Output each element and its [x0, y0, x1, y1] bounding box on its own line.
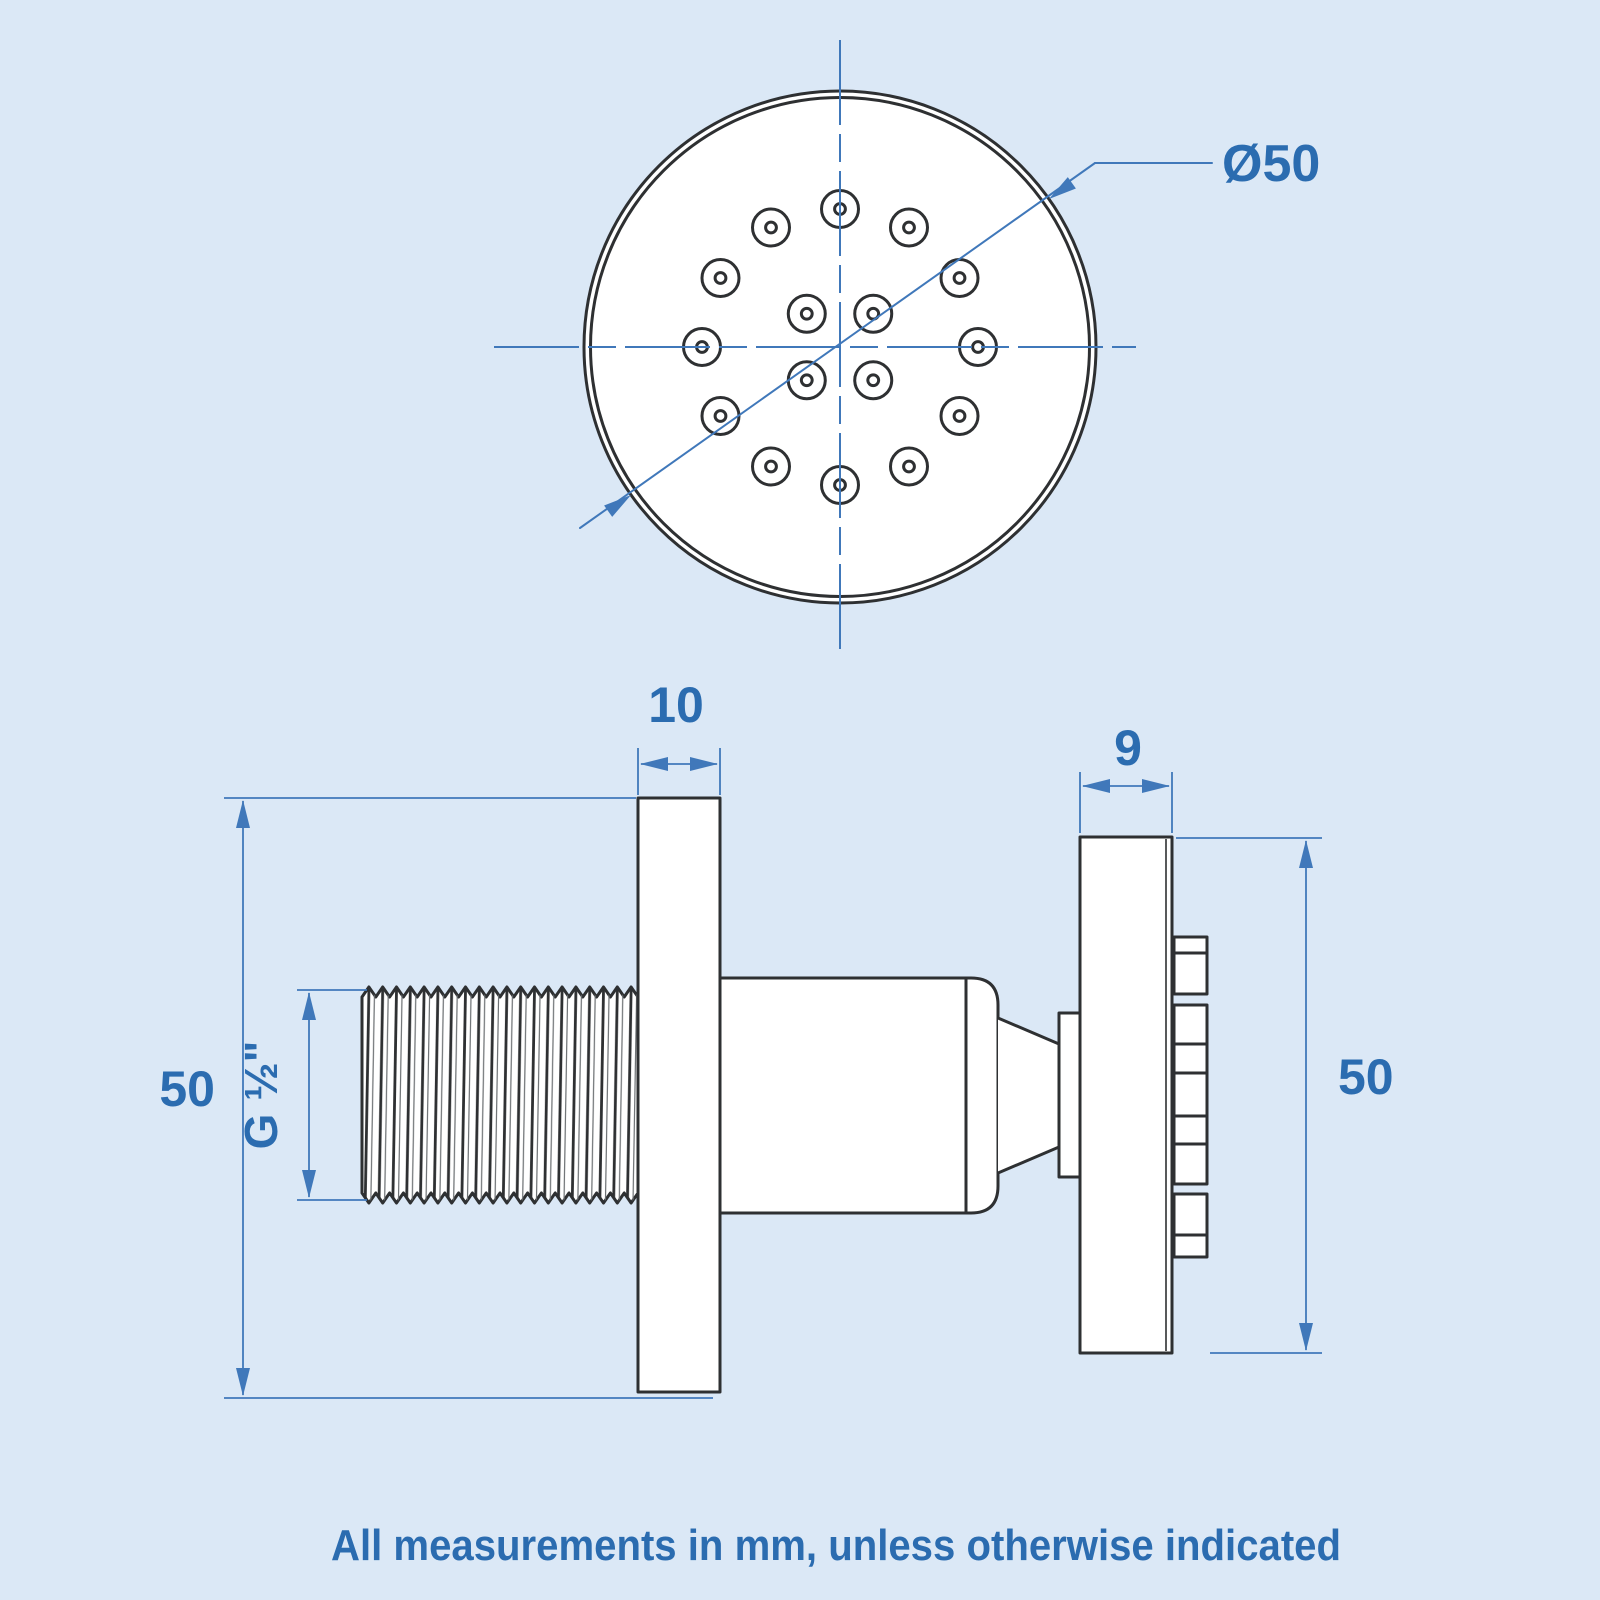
- serration-block: [1172, 1192, 1209, 1237]
- nozzle: [751, 207, 791, 248]
- dimension-arrowhead: [1142, 779, 1170, 793]
- dimension-arrowhead: [1299, 1323, 1313, 1351]
- nozzle-hole: [866, 373, 881, 388]
- serration-block: [1172, 1042, 1209, 1075]
- nozzle: [853, 360, 894, 401]
- cone: [998, 1018, 1059, 1173]
- diameter-dimension: Ø50: [579, 135, 1320, 529]
- diameter-line: [579, 162, 1096, 529]
- dimension-arrowhead: [236, 1368, 250, 1396]
- dimension-arrowhead: [302, 992, 316, 1020]
- nozzle-hole: [952, 271, 967, 285]
- cone-bottom-edge: [996, 1145, 1061, 1175]
- serration-block: [1172, 1003, 1209, 1046]
- nozzle: [751, 446, 791, 487]
- dim-plate-height: 50: [159, 797, 713, 1399]
- serration-block: [1172, 1114, 1209, 1146]
- plate-height-label: 50: [159, 1061, 215, 1117]
- side-view: 10 50 G ½" 9 50: [159, 677, 1394, 1399]
- dim-face-thickness: 9: [1079, 720, 1173, 833]
- thread: [360, 985, 640, 1205]
- face-height-label: 50: [1338, 1049, 1394, 1105]
- nozzle-hole: [713, 271, 728, 285]
- nozzle-serrations: [1172, 935, 1209, 1259]
- thread-texture: [362, 987, 638, 1203]
- nozzle-hole: [799, 373, 814, 388]
- nozzle-hole: [764, 220, 778, 235]
- serration-block: [1172, 1071, 1209, 1118]
- dim-face-height: 50: [1176, 837, 1394, 1354]
- dimension-arrowhead: [604, 495, 631, 517]
- wall-plate: [636, 796, 722, 1394]
- footer-note: All measurements in mm, unless otherwise…: [331, 1521, 1341, 1570]
- serration-block: [1172, 935, 1209, 955]
- collar: [1057, 1011, 1082, 1179]
- top-view: Ø50: [494, 40, 1320, 650]
- nozzle: [939, 396, 980, 436]
- dim-thread: G ½": [235, 989, 367, 1201]
- nozzle-hole: [764, 459, 778, 474]
- face-thickness-label: 9: [1114, 720, 1142, 776]
- serration-block: [1172, 1233, 1209, 1259]
- dimension-arrowhead: [236, 800, 250, 828]
- dimension-arrowhead: [1049, 177, 1076, 199]
- nozzle: [853, 293, 894, 334]
- plate-thickness-label: 10: [648, 677, 704, 733]
- thread-label: G ½": [235, 1041, 287, 1150]
- serration-block: [1172, 1142, 1209, 1186]
- dimension-arrowhead: [690, 757, 718, 771]
- dim-plate-thickness: 10: [637, 677, 721, 795]
- nozzle: [939, 258, 980, 298]
- nozzle: [889, 446, 929, 487]
- nozzle-hole: [902, 220, 916, 235]
- diameter-label: Ø50: [1222, 135, 1320, 193]
- cone-top-edge: [996, 1016, 1061, 1046]
- serration-block: [1172, 951, 1209, 996]
- nozzle: [700, 258, 741, 298]
- nozzle: [786, 293, 827, 334]
- dimension-arrowhead: [1082, 779, 1110, 793]
- dimension-arrowhead: [1299, 840, 1313, 868]
- dimension-arrowhead: [640, 757, 668, 771]
- nozzle-hole: [713, 409, 728, 423]
- nozzle-hole: [799, 306, 814, 321]
- nozzle-hole: [952, 409, 967, 423]
- nozzle: [889, 207, 929, 248]
- dimension-arrowhead: [302, 1170, 316, 1198]
- dimension-arrowheads: [236, 757, 1313, 1396]
- nozzle-hole: [902, 459, 916, 474]
- face-plate: [1078, 835, 1174, 1355]
- body-cylinder: [718, 976, 1000, 1215]
